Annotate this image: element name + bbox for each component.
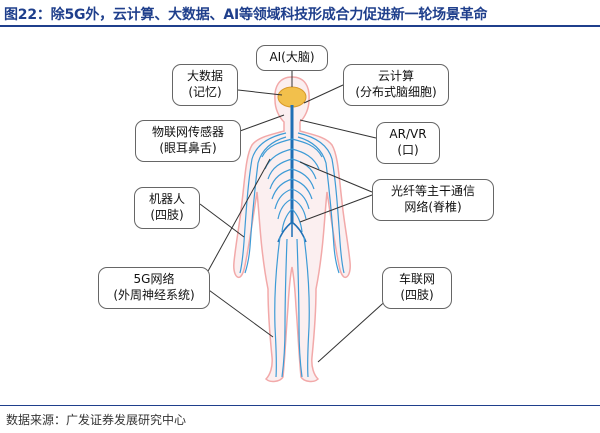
body-diagram-svg (199, 71, 391, 383)
label-arvr: AR/VR (口) (376, 122, 440, 164)
leader-fiber-2 (299, 194, 373, 223)
leader-arvr (299, 119, 377, 139)
leader-g5-1 (201, 158, 271, 283)
label-bigdata: 大数据 (记忆) (172, 64, 238, 106)
source-note: 数据来源：广发证券发展研究中心 (6, 413, 187, 427)
title-rule (0, 25, 600, 27)
arm-nerves (239, 132, 345, 274)
header: 图22：除5G外，云计算、大数据、AI等领域科技形成合力促进新一轮场景革命 (0, 0, 600, 27)
source-rule (0, 405, 600, 406)
label-vehicle: 车联网 (四肢) (382, 267, 452, 309)
leader-robot (199, 203, 245, 238)
label-g5: 5G网络 (外周神经系统) (98, 267, 210, 309)
figure-title: 图22：除5G外，云计算、大数据、AI等领域科技形成合力促进新一轮场景革命 (4, 7, 488, 23)
leader-fiber-1 (299, 161, 373, 193)
brain-shape (277, 86, 307, 108)
leader-g5-2 (201, 284, 274, 338)
leader-vehicle (317, 296, 391, 363)
leader-bigdata (237, 89, 283, 96)
label-robot: 机器人 (四肢) (134, 187, 200, 229)
pelvic-plexus (277, 221, 307, 243)
label-ai: AI(大脑) (256, 45, 328, 71)
diagram-canvas: AI(大脑) 大数据 (记忆) 云计算 (分布式脑细胞) 物联网传感器 (眼耳鼻… (0, 27, 600, 405)
leader-iot (239, 114, 285, 132)
torso-nerves (261, 138, 323, 233)
leader-cloud (303, 84, 344, 104)
label-iot: 物联网传感器 (眼耳鼻舌) (135, 120, 241, 162)
label-cloud: 云计算 (分布式脑细胞) (343, 64, 449, 106)
leg-nerves (274, 236, 310, 378)
leader-lines (199, 71, 391, 363)
label-fiber: 光纤等主干通信 网络(脊椎) (372, 179, 494, 221)
